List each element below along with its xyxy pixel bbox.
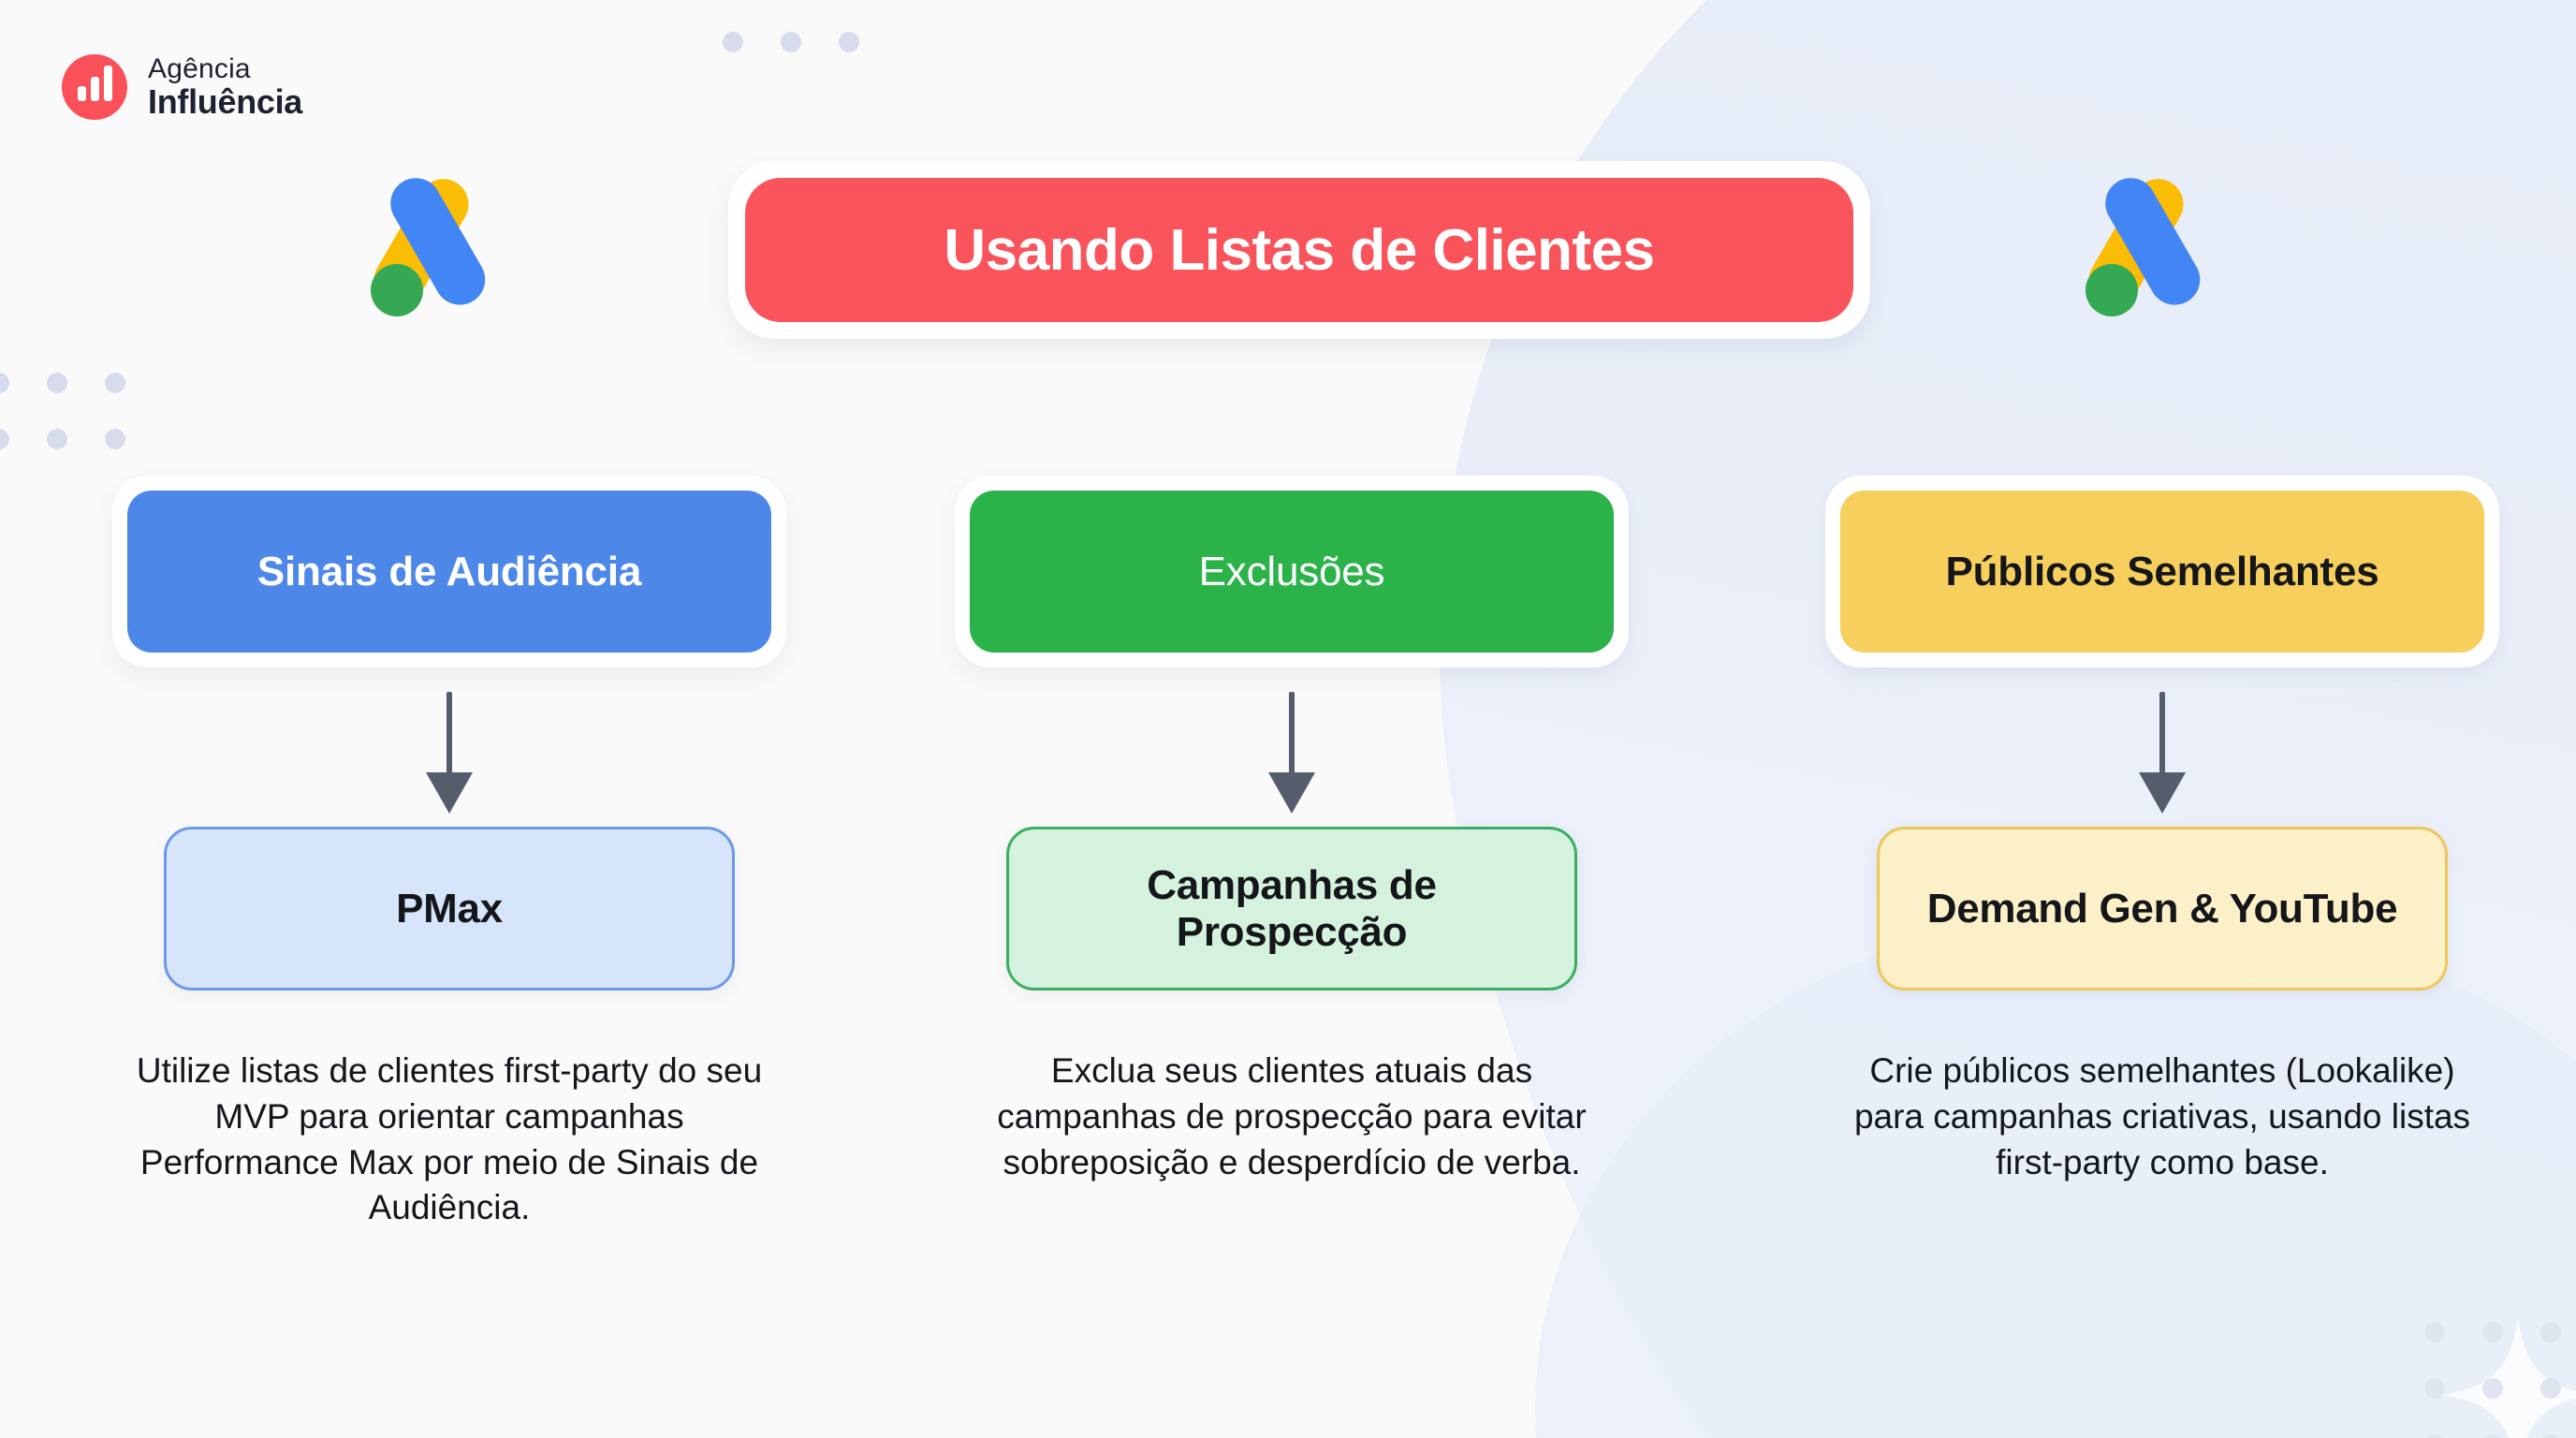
title-banner: Usando Listas de Clientes [745,178,1853,322]
brand-name: Agência Influência [148,54,302,120]
sub-card[interactable]: Demand Gen & YouTube [1877,827,2448,990]
header-card-frame: Sinais de Audiência [112,476,786,668]
header-card[interactable]: Exclusões [970,491,1614,653]
column-publicos-semelhantes: Públicos Semelhantes Demand Gen & YouTub… [1807,476,2518,1185]
sparkle-icon [2440,1317,2576,1438]
brand-line-1: Agência [148,53,251,85]
bar-chart-icon [62,54,127,120]
sub-label: Demand Gen & YouTube [1926,885,2398,932]
title-banner-frame: Usando Listas de Clientes [728,161,1870,339]
header-label: Exclusões [1198,548,1385,594]
arrow-down-icon [2139,692,2186,814]
page-title: Usando Listas de Clientes [944,217,1655,283]
header-label: Sinais de Audiência [256,548,642,594]
arrow-down-icon [426,692,473,814]
google-ads-logo-left [371,178,486,316]
arrow-down-icon [1268,692,1315,814]
sub-card[interactable]: Campanhas de Prospecção [1006,827,1577,990]
column-sinais-de-audiencia: Sinais de Audiência PMax Utilize listas … [94,476,805,1231]
column-caption: Utilize listas de clientes first-party d… [136,1051,763,1227]
brand-logo: Agência Influência [62,54,302,120]
header-card[interactable]: Sinais de Audiência [127,491,771,653]
google-ads-logo-right [2086,178,2201,316]
header-card-frame: Públicos Semelhantes [1825,476,2499,668]
dot-row-decoration-top [723,32,897,52]
dot-grid-decoration-bottom [2424,1322,2576,1438]
column-caption: Exclua seus clientes atuais das campanha… [997,1051,1587,1181]
sub-label: Campanhas de Prospecção [1147,861,1437,955]
sub-label: PMax [396,885,503,932]
column-caption: Crie públicos semelhantes (Lookalike) pa… [1853,1051,2471,1181]
header-card[interactable]: Públicos Semelhantes [1840,491,2484,653]
brand-line-2: Influência [148,81,303,121]
header-label: Públicos Semelhantes [1945,548,2379,594]
header-card-frame: Exclusões [955,476,1629,668]
column-exclusoes: Exclusões Campanhas de Prospecção Exclua… [936,476,1647,1185]
dot-grid-decoration-left [0,373,163,485]
sub-card[interactable]: PMax [164,827,735,990]
